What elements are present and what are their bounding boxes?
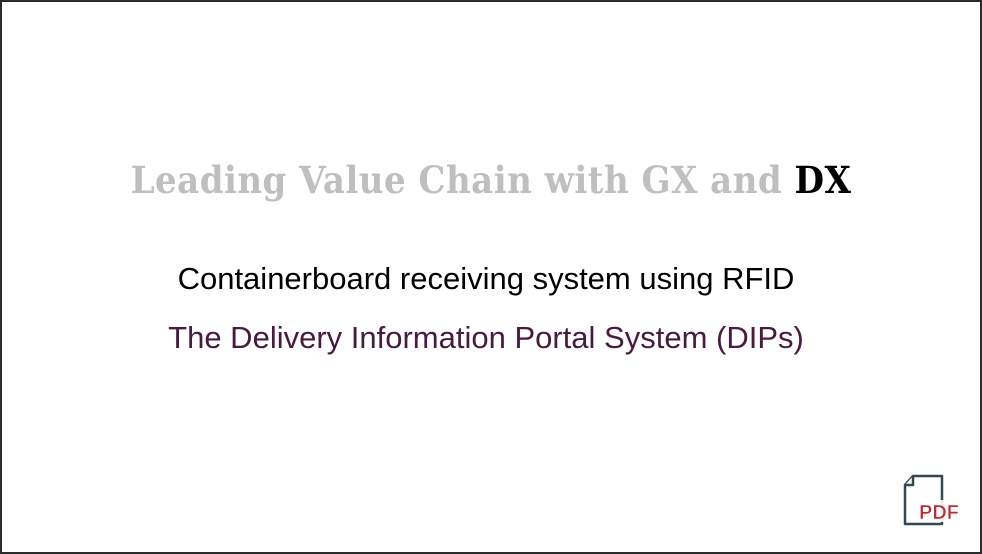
slide-title: Leading Value Chain with GX and DX — [41, 158, 941, 202]
pdf-file-icon: PDF — [903, 474, 961, 526]
title-accent: DX — [794, 158, 852, 202]
pdf-download-button[interactable]: PDF — [901, 474, 963, 528]
title-main: Leading Value Chain with GX and — [130, 158, 795, 202]
subtitle-dips: The Delivery Information Portal System (… — [168, 320, 804, 355]
pdf-label: PDF — [919, 502, 959, 524]
subtitle-rfid: Containerboard receiving system using RF… — [177, 261, 795, 296]
